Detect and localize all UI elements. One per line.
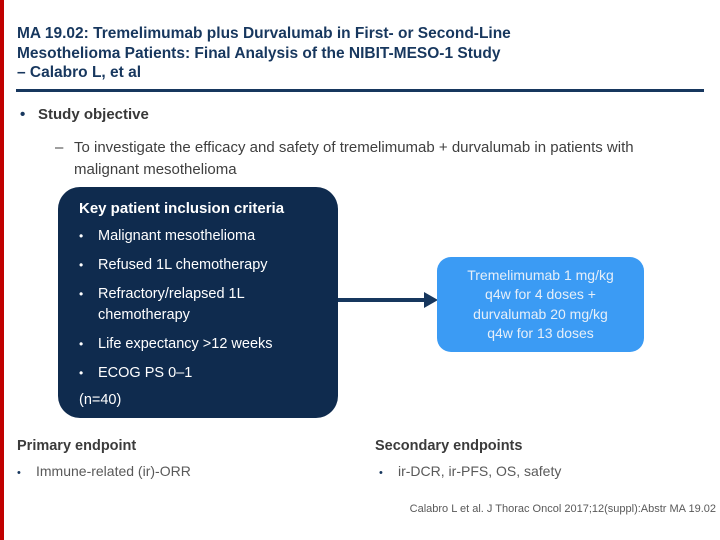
bullet-icon <box>20 106 38 123</box>
flow-arrow-line <box>338 298 426 302</box>
inclusion-criteria-list: Malignant mesothelioma Refused 1L chemot… <box>79 226 324 384</box>
inclusion-item-text: ECOG PS 0–1 <box>98 365 193 381</box>
secondary-endpoints-section: Secondary endpoints ir-DCR, ir-PFS, OS, … <box>375 438 715 479</box>
study-objective-heading: Study objective <box>38 106 149 123</box>
bullet-icon <box>79 363 98 384</box>
citation: Calabro L et al. J Thorac Oncol 2017;12(… <box>409 503 716 515</box>
list-item: ECOG PS 0–1 <box>79 363 324 384</box>
list-item: Immune-related (ir)-ORR <box>17 463 357 479</box>
bullet-icon <box>79 334 98 355</box>
dash-bullet-icon <box>55 137 74 159</box>
treatment-line: durvalumab 20 mg/kg <box>473 305 608 322</box>
sample-size-label: (n=40) <box>79 392 122 408</box>
slide-title: MA 19.02: Tremelimumab plus Durvalumab i… <box>17 24 705 83</box>
bullet-icon <box>79 255 98 276</box>
treatment-line: q4w for 13 doses <box>487 325 594 341</box>
bullet-icon <box>17 467 36 479</box>
bullet-icon <box>79 284 98 305</box>
list-item: Life expectancy >12 weeks <box>79 334 324 355</box>
inclusion-item-text: Malignant mesothelioma <box>98 228 256 244</box>
slide-title-line-2: Mesothelioma Patients: Final Analysis of… <box>17 44 501 62</box>
treatment-line: q4w for 4 doses + <box>485 286 596 302</box>
treatment-line: Tremelimumab 1 mg/kg <box>467 266 614 283</box>
primary-endpoint-section: Primary endpoint Immune-related (ir)-ORR <box>17 438 357 479</box>
bullet-icon <box>379 467 398 479</box>
primary-endpoint-item: Immune-related (ir)-ORR <box>36 463 191 479</box>
inclusion-item-text: Refractory/relapsed 1L chemotherapy <box>98 286 245 323</box>
list-item: ir-DCR, ir-PFS, OS, safety <box>375 463 715 479</box>
left-accent-bar <box>0 0 4 540</box>
study-objective-subbullet: To investigate the efficacy and safety o… <box>55 137 703 181</box>
slide-title-line-1: MA 19.02: Tremelimumab plus Durvalumab i… <box>17 25 511 42</box>
secondary-endpoints-item: ir-DCR, ir-PFS, OS, safety <box>398 463 562 479</box>
secondary-endpoints-heading: Secondary endpoints <box>375 438 523 454</box>
treatment-regimen-box: Tremelimumab 1 mg/kg q4w for 4 doses + d… <box>437 257 644 352</box>
list-item: Refused 1L chemotherapy <box>79 255 324 276</box>
flow-arrow-head-icon <box>424 292 438 308</box>
bullet-icon <box>79 226 98 247</box>
inclusion-criteria-title: Key patient inclusion criteria <box>79 200 285 217</box>
list-item: Refractory/relapsed 1L chemotherapy <box>79 284 324 326</box>
study-objective-heading-row: Study objective <box>20 106 149 123</box>
slide-title-line-3: – Calabro L, et al <box>17 64 142 81</box>
primary-endpoint-heading: Primary endpoint <box>17 438 137 454</box>
inclusion-item-text: Life expectancy >12 weeks <box>98 336 273 352</box>
study-objective-text: To investigate the efficacy and safety o… <box>74 139 634 178</box>
inclusion-criteria-box: Key patient inclusion criteria Malignant… <box>58 187 338 418</box>
title-divider <box>16 89 704 92</box>
list-item: Malignant mesothelioma <box>79 226 324 247</box>
inclusion-item-text: Refused 1L chemotherapy <box>98 257 268 273</box>
